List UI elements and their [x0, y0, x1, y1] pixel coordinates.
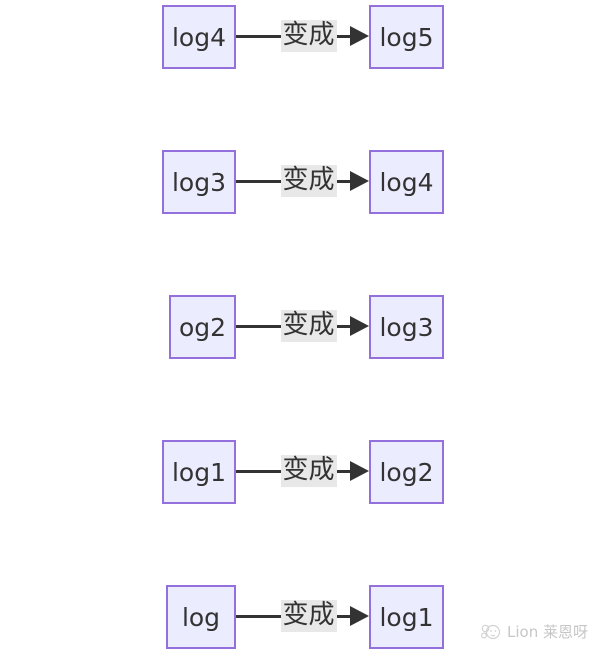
- arrowhead-icon: [350, 171, 369, 191]
- source-node: log: [166, 585, 236, 649]
- source-node-label: log3: [171, 167, 227, 197]
- edge-label: 变成: [280, 455, 337, 487]
- source-node: log4: [162, 5, 236, 69]
- flow-row: log1 变成 log2: [0, 440, 600, 504]
- lion-icon: [480, 623, 502, 641]
- target-node-label: log4: [379, 167, 434, 197]
- watermark: Lion 莱恩呀: [480, 623, 588, 641]
- source-node-label: log4: [171, 22, 227, 52]
- edge-label: 变成: [280, 310, 337, 342]
- edge-label: 变成: [280, 165, 337, 197]
- source-node-label: og2: [178, 312, 227, 342]
- arrowhead-icon: [350, 606, 369, 626]
- target-node-label: log1: [379, 602, 434, 632]
- arrow: 变成: [236, 295, 369, 359]
- watermark-text: Lion 莱恩呀: [507, 622, 588, 641]
- edge-label: 变成: [280, 20, 337, 52]
- source-node: log1: [162, 440, 236, 504]
- flow-row: og2 变成 log3: [0, 295, 600, 359]
- target-node-label: log5: [379, 22, 434, 52]
- source-node-label: log1: [171, 457, 227, 487]
- target-node: log1: [369, 585, 444, 649]
- flow-row: log3 变成 log4: [0, 150, 600, 214]
- target-node: log4: [369, 150, 444, 214]
- arrowhead-icon: [350, 26, 369, 46]
- arrow: 变成: [236, 585, 369, 649]
- arrowhead-icon: [350, 316, 369, 336]
- source-node: og2: [169, 295, 236, 359]
- target-node: log5: [369, 5, 444, 69]
- arrow: 变成: [236, 5, 369, 69]
- arrowhead-icon: [350, 461, 369, 481]
- target-node: log2: [369, 440, 444, 504]
- target-node-label: log3: [379, 312, 434, 342]
- source-node: log3: [162, 150, 236, 214]
- source-node-label: log: [181, 602, 221, 632]
- arrow: 变成: [236, 150, 369, 214]
- flow-row: log4 变成 log5: [0, 5, 600, 69]
- target-node: log3: [369, 295, 444, 359]
- arrow: 变成: [236, 440, 369, 504]
- flow-row: log 变成 log1: [0, 585, 600, 649]
- target-node-label: log2: [379, 457, 434, 487]
- edge-label: 变成: [280, 600, 337, 632]
